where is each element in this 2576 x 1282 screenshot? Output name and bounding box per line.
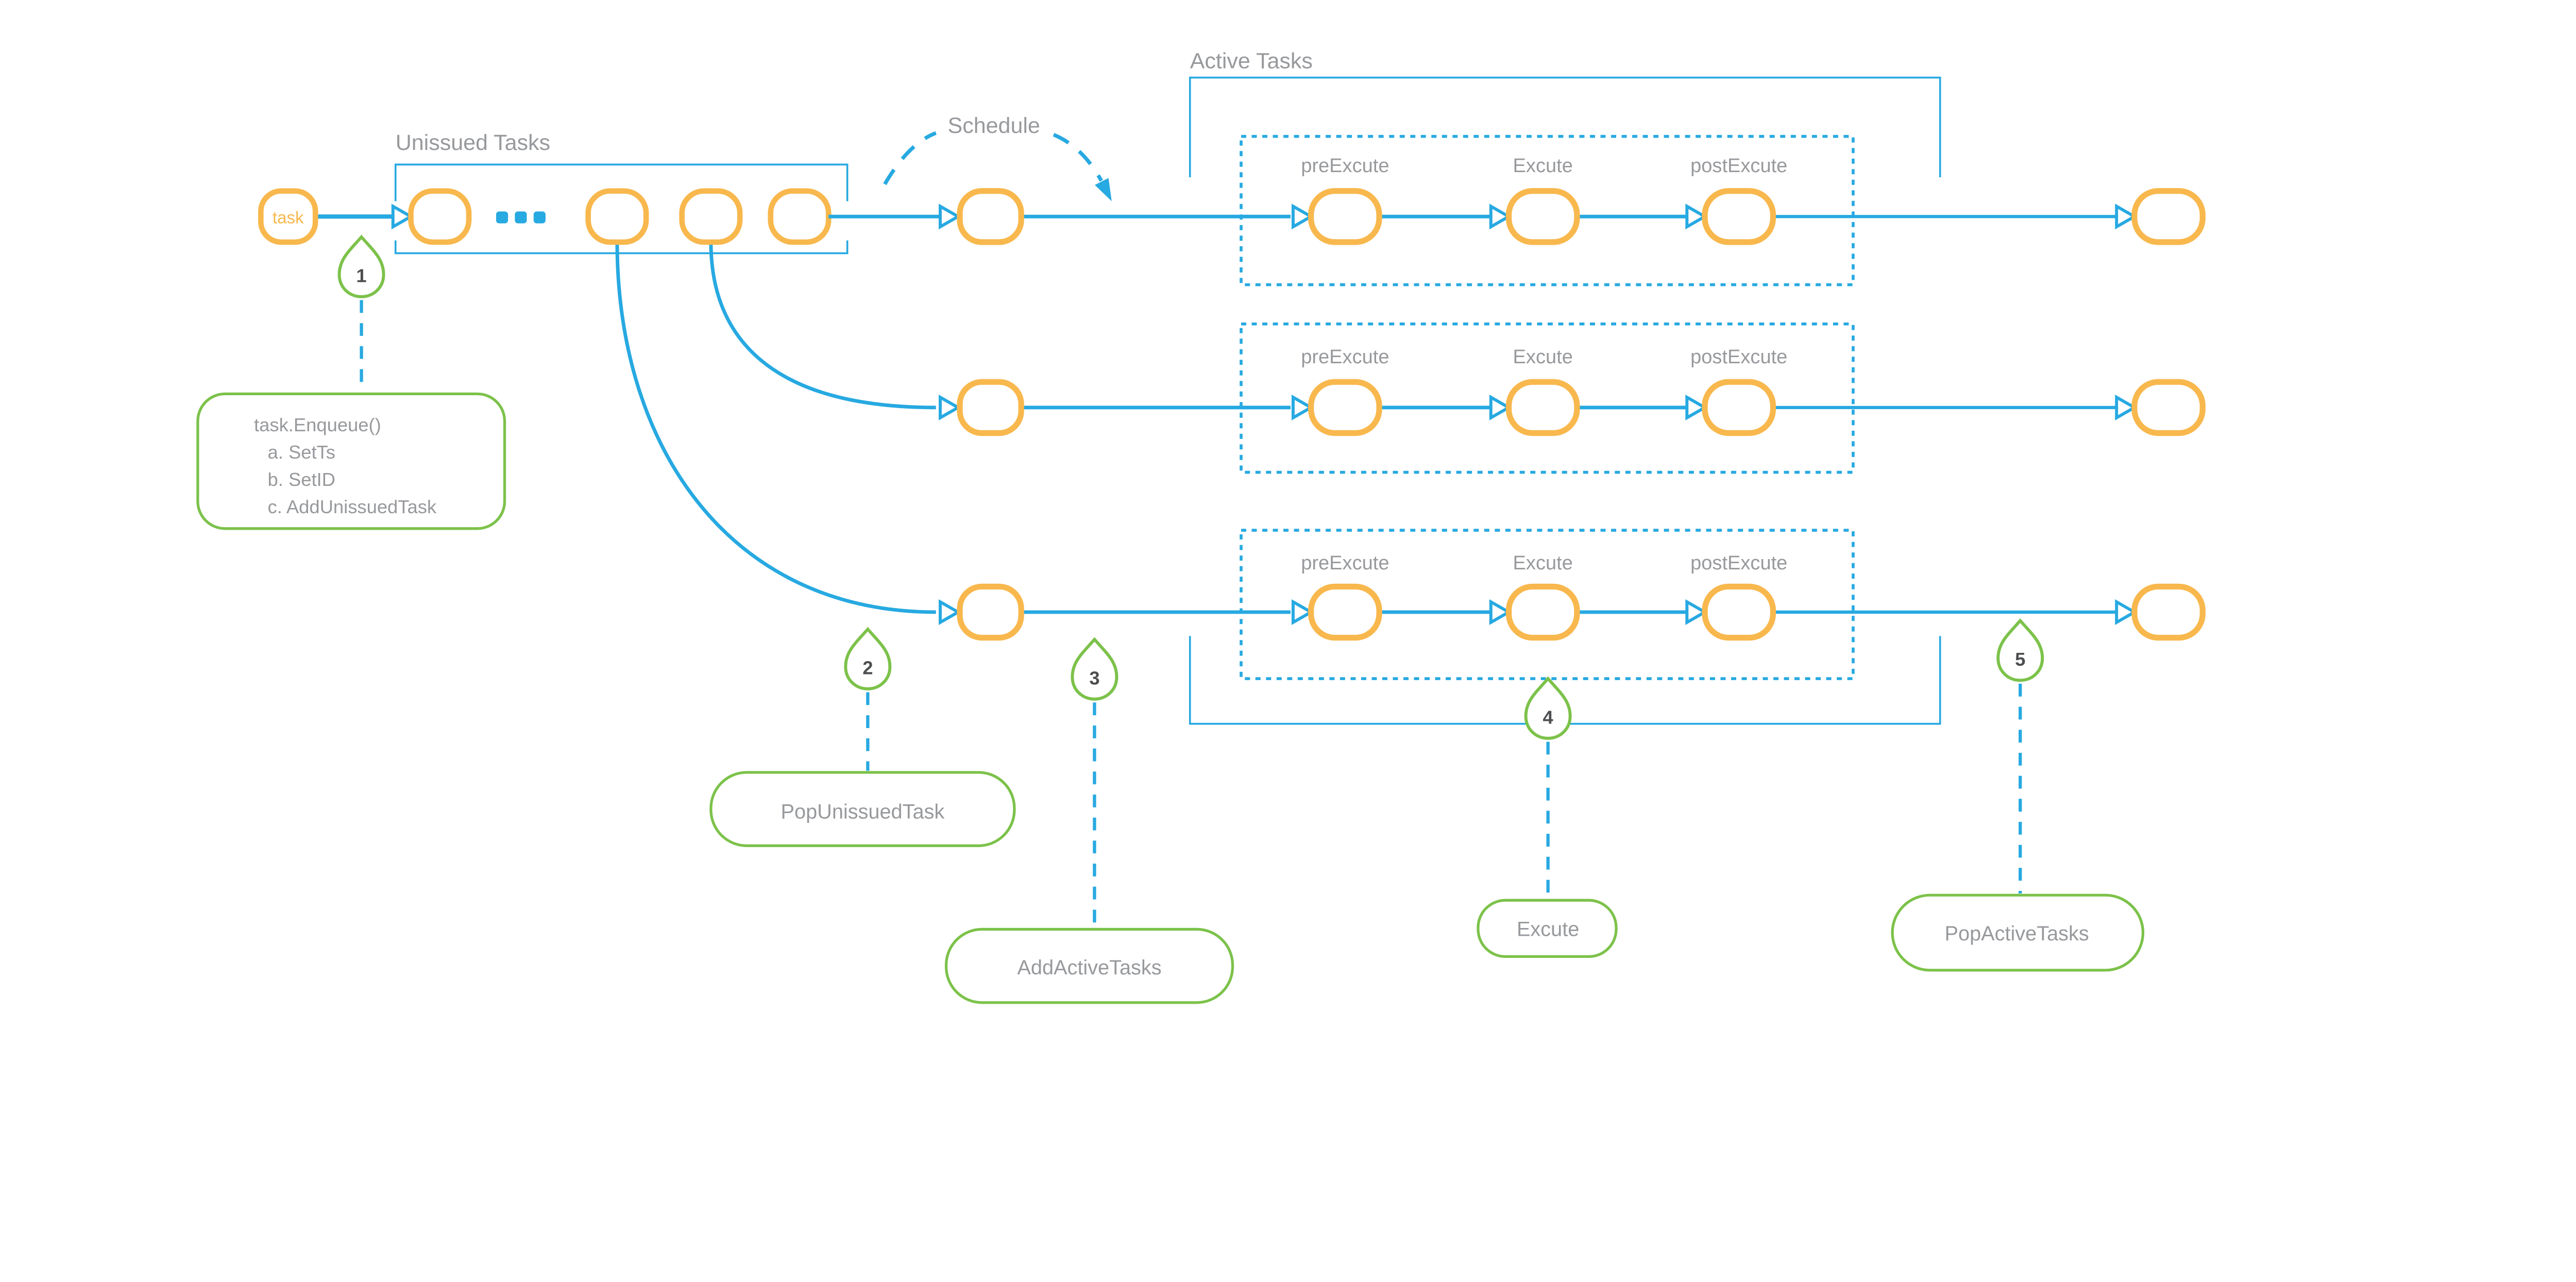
marker-3-number: 3 — [1089, 668, 1099, 689]
stage-label-preexcute: preExcute — [1301, 346, 1389, 368]
schedule-label: Schedule — [948, 113, 1040, 138]
stage-label-postexcute: postExcute — [1690, 346, 1787, 368]
worker-row-3: preExcute Excute postExcute — [957, 529, 2206, 680]
marker-1: 1 task.Enqueue() a. SetTs b. SetID c. Ad… — [196, 237, 506, 530]
callout-excute — [1477, 899, 1618, 958]
marker-4-number: 4 — [1543, 707, 1554, 728]
unissued-tasks-section: Unissued Tasks — [394, 130, 849, 255]
task-node — [258, 188, 318, 245]
callout-popactivetasks — [1891, 893, 2145, 972]
end-node — [2131, 188, 2206, 245]
marker-5: 5 PopActiveTasks — [1891, 620, 2145, 972]
postexcute-node — [1702, 379, 1776, 436]
callout-popunissuedtask — [709, 771, 1016, 847]
marker-4: 4 Excute — [1477, 679, 1618, 958]
marker-5-number: 5 — [2015, 649, 2025, 670]
schedule-annotation: Schedule — [883, 113, 1112, 201]
callout-task-enqueue-line: c. AddUnissuedTask — [268, 496, 437, 517]
preexcute-node — [1308, 379, 1382, 436]
excute-node — [1505, 583, 1580, 641]
entry-node — [957, 188, 1024, 245]
queue-node — [585, 188, 649, 245]
dispatch-curve-row2 — [709, 242, 936, 410]
callout-popunissuedtask-label: PopUnissuedTask — [781, 800, 945, 823]
stage-label-excute: Excute — [1513, 552, 1573, 574]
queue-ellipsis — [496, 211, 546, 224]
marker-1-number: 1 — [356, 265, 366, 286]
queue-node — [768, 188, 832, 245]
callout-popactivetasks-label: PopActiveTasks — [1945, 922, 2089, 945]
arrowhead — [940, 602, 958, 622]
dispatch-curve-row3 — [615, 242, 936, 614]
unissued-queue-bracket-top — [394, 163, 849, 201]
schedule-arc-right — [1053, 133, 1103, 182]
stage-label-preexcute: preExcute — [1301, 155, 1389, 177]
active-tasks-label: Active Tasks — [1190, 48, 1313, 73]
schedule-arrowhead — [1094, 178, 1112, 201]
callout-addactivetasks — [944, 927, 1234, 1004]
dispatch-curves — [615, 242, 958, 622]
entry-node — [957, 379, 1024, 436]
postexcute-node — [1702, 188, 1776, 245]
ellipsis-dot — [496, 211, 509, 224]
end-node — [2131, 583, 2206, 641]
excute-node — [1505, 188, 1580, 245]
ellipsis-dot — [533, 211, 546, 224]
callout-task-enqueue — [196, 392, 506, 530]
end-node — [2131, 379, 2206, 436]
stage-label-postexcute: postExcute — [1690, 552, 1787, 574]
arrowhead — [940, 397, 958, 418]
queue-node — [679, 188, 743, 245]
ellipsis-dot — [515, 211, 527, 224]
callout-addactivetasks-label: AddActiveTasks — [1017, 956, 1161, 979]
task-entry-flow: task — [258, 188, 958, 245]
callout-task-enqueue-line: b. SetID — [268, 469, 335, 490]
worker-row-1: preExcute Excute postExcute — [957, 134, 2206, 286]
stage-label-preexcute: preExcute — [1301, 552, 1389, 574]
arrowhead — [940, 206, 958, 227]
excute-node — [1505, 379, 1580, 436]
worker-row-2: preExcute Excute postExcute — [957, 322, 2206, 474]
task-node-label: task — [273, 208, 304, 227]
postexcute-node — [1702, 583, 1776, 641]
marker-2: 2 PopUnissuedTask — [709, 629, 1016, 847]
stage-label-postexcute: postExcute — [1690, 155, 1787, 177]
preexcute-node — [1308, 188, 1382, 245]
marker-3: 3 AddActiveTasks — [944, 639, 1234, 1004]
queue-node — [408, 188, 472, 245]
schedule-arc-left — [883, 131, 937, 185]
active-tasks-bracket-top — [1189, 76, 1941, 178]
stage-label-excute: Excute — [1513, 346, 1573, 368]
stage-label-excute: Excute — [1513, 155, 1573, 177]
callout-excute-label: Excute — [1517, 918, 1579, 941]
unissued-tasks-label: Unissued Tasks — [396, 130, 550, 155]
entry-node — [957, 583, 1024, 641]
callout-task-enqueue-line: a. SetTs — [268, 442, 335, 463]
unissued-queue-bracket-bottom — [394, 240, 849, 255]
task-scheduler-diagram: Unissued Tasks task Schedule — [196, 48, 2206, 1004]
marker-2-number: 2 — [862, 657, 873, 679]
preexcute-node — [1308, 583, 1382, 641]
callout-task-enqueue-line: task.Enqueue() — [254, 414, 381, 435]
